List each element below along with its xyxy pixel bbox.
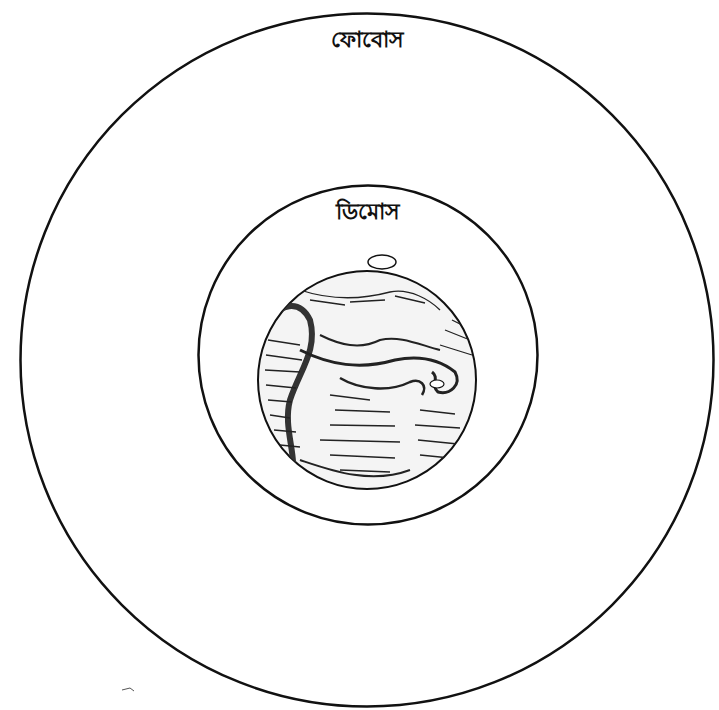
orbit-line [21, 14, 714, 707]
orbit-circle: ফোবোস ডিমোস [19, 12, 715, 708]
moon-label: ডিমোস [332, 198, 404, 226]
polar-cap [368, 255, 396, 269]
orbit-line [199, 186, 538, 525]
surface-shading [262, 290, 472, 480]
orbit-outline [197, 184, 539, 526]
orbit-circle: ডিমোস [197, 184, 539, 526]
print-speck [122, 688, 134, 691]
surface-spot [430, 380, 444, 388]
orbit-outline [19, 12, 715, 708]
mars-planet [258, 255, 476, 489]
planet-disc [258, 271, 476, 489]
moon-label: ফোবোস [327, 26, 408, 54]
